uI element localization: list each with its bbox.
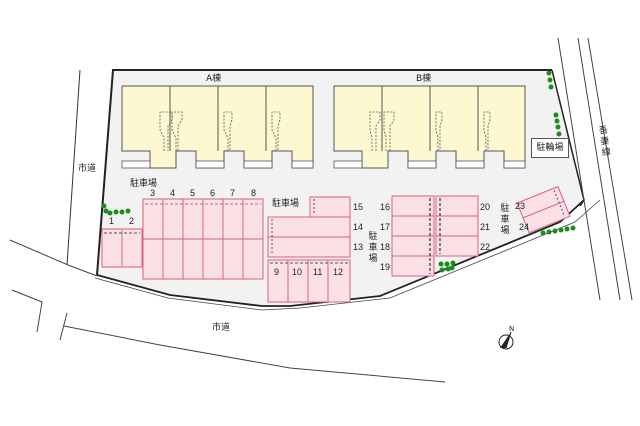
road-edge-south-inner bbox=[94, 199, 601, 311]
compass-label: N bbox=[509, 325, 515, 333]
building-b-label: B棟 bbox=[416, 74, 432, 84]
space-number: 2 bbox=[129, 216, 135, 226]
side-road-edge-2 bbox=[59, 312, 68, 341]
parking-3-8 bbox=[142, 198, 264, 280]
parking-16-22 bbox=[391, 195, 479, 277]
parking-label-center: 駐車場 bbox=[272, 199, 300, 209]
parking-label-left: 駐車場 bbox=[130, 179, 158, 189]
road-label-south: 市道 bbox=[212, 323, 231, 333]
space-number: 23 bbox=[515, 201, 526, 211]
east-road-edge-2 bbox=[577, 37, 621, 301]
building-b bbox=[333, 85, 526, 169]
side-road-edge bbox=[11, 289, 43, 333]
space-number: 17 bbox=[380, 222, 391, 232]
site-boundary-south bbox=[96, 199, 585, 307]
space-number: 19 bbox=[380, 262, 391, 272]
east-road-edge-1 bbox=[557, 37, 601, 301]
trees bbox=[101, 70, 576, 273]
space-number: 20 bbox=[480, 202, 491, 212]
space-number: 18 bbox=[380, 242, 391, 252]
space-number: 7 bbox=[230, 188, 236, 198]
space-number: 11 bbox=[313, 267, 323, 277]
road-label-west: 市道 bbox=[78, 164, 97, 174]
parking-1-2 bbox=[101, 228, 143, 268]
building-a bbox=[121, 85, 314, 169]
space-number: 5 bbox=[190, 188, 196, 198]
south-road-edge-west bbox=[9, 239, 98, 277]
south-road-far-edge bbox=[63, 325, 446, 383]
space-number: 16 bbox=[380, 202, 391, 212]
space-number: 6 bbox=[210, 188, 216, 198]
west-road-edge bbox=[66, 69, 81, 266]
space-number: 9 bbox=[274, 267, 280, 277]
space-number: 24 bbox=[519, 222, 530, 232]
space-number: 12 bbox=[333, 267, 344, 277]
east-road-edge-3 bbox=[587, 37, 633, 301]
space-number: 10 bbox=[292, 267, 303, 277]
space-number: 22 bbox=[480, 242, 491, 252]
bicycle-parking: 駐輪場 bbox=[531, 138, 569, 158]
parking-label-right-vertical: 駐車場 bbox=[500, 204, 510, 236]
parking-13-15 bbox=[267, 196, 351, 258]
building-a-label: A棟 bbox=[206, 74, 222, 84]
space-number: 3 bbox=[150, 188, 156, 198]
space-number: 15 bbox=[353, 202, 364, 212]
parking-label-center-vertical: 駐車場 bbox=[368, 232, 378, 264]
space-number: 1 bbox=[109, 216, 115, 226]
space-number: 14 bbox=[353, 222, 364, 232]
space-number: 13 bbox=[353, 242, 364, 252]
parking-9-12 bbox=[267, 259, 351, 303]
space-number: 4 bbox=[170, 188, 176, 198]
north-arrow-icon bbox=[498, 331, 514, 350]
space-number: 21 bbox=[480, 222, 491, 232]
space-number: 8 bbox=[251, 188, 257, 198]
parking-23-24 bbox=[516, 185, 571, 234]
